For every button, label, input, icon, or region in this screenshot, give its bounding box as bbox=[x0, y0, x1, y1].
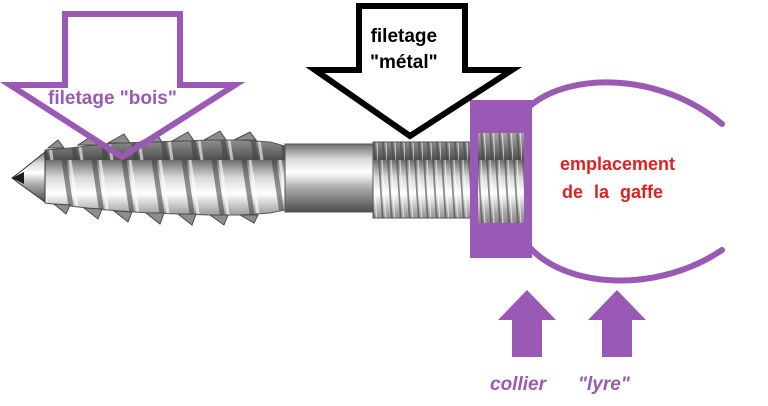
gaff-label-line2: de la gaffe bbox=[562, 182, 664, 202]
metal-thread-label-line2: "métal" bbox=[370, 52, 438, 73]
gaff-location-label: emplacement de la gaffe bbox=[560, 150, 675, 206]
collar-arrow-icon bbox=[498, 290, 556, 357]
wood-thread-section bbox=[44, 130, 286, 226]
collar-label: collier bbox=[490, 374, 546, 395]
wood-thread-arrow-icon bbox=[0, 11, 246, 161]
lyre-arrow-icon bbox=[588, 290, 646, 357]
collar-window bbox=[478, 133, 524, 223]
metal-thread-arrow-icon bbox=[305, 3, 523, 140]
lyre-ring bbox=[527, 79, 725, 127]
screw-tip bbox=[11, 150, 46, 203]
metal-thread-label-line1: filetage bbox=[370, 26, 438, 47]
wood-thread-label: filetage "bois" bbox=[48, 88, 177, 109]
gaff-label-line1: emplacement bbox=[560, 154, 676, 174]
smooth-shank bbox=[284, 143, 374, 213]
screw bbox=[11, 130, 521, 226]
lyre-label: "lyre" bbox=[578, 374, 630, 395]
metal-thread-label: filetage "métal" bbox=[370, 24, 438, 76]
